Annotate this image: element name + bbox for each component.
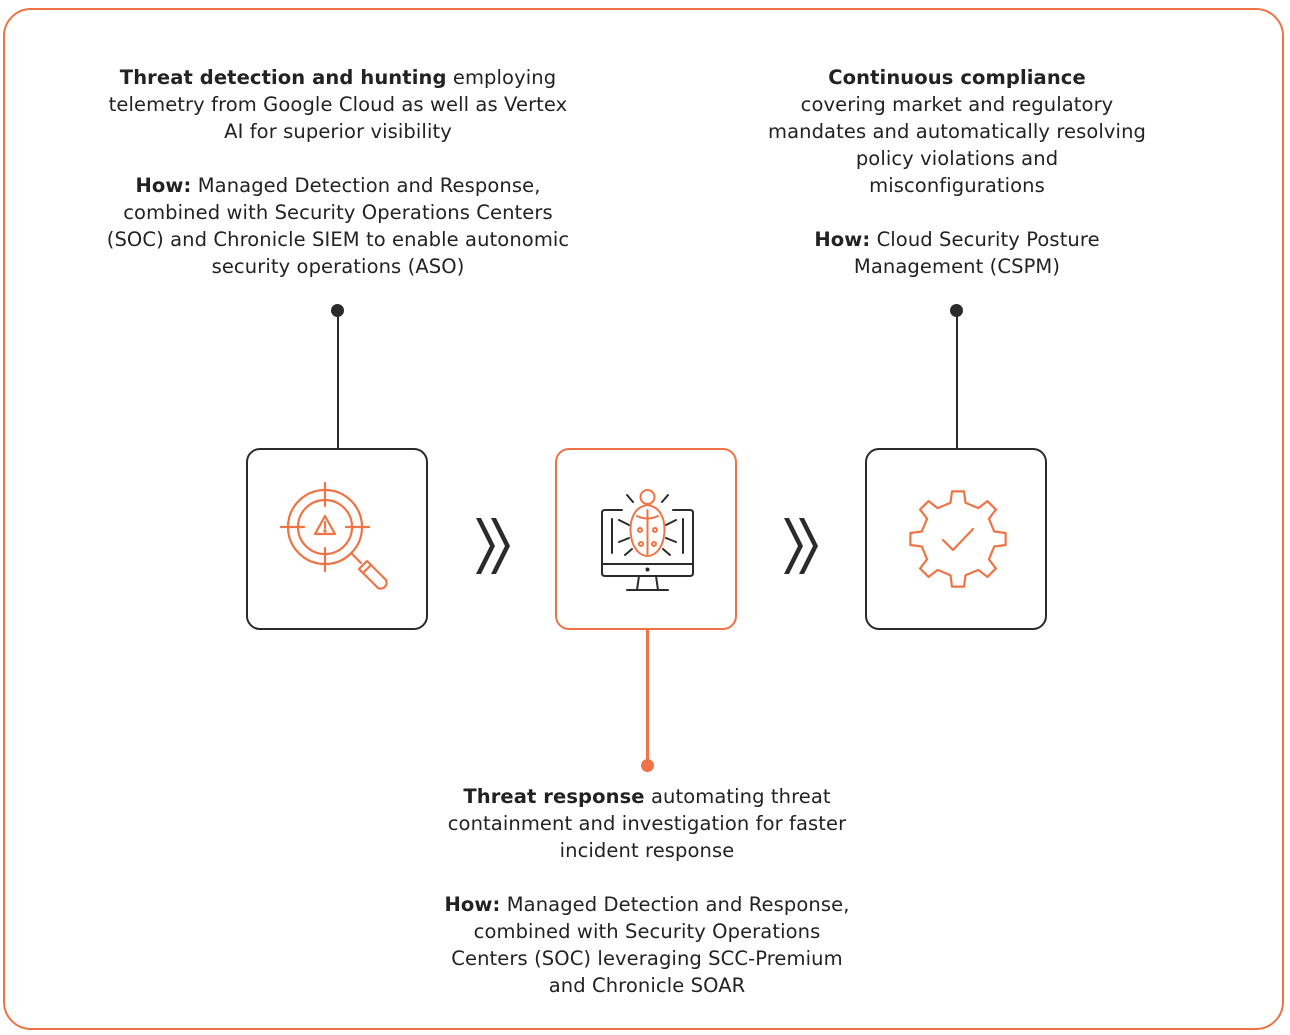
compliance-title: Continuous compliance [828, 66, 1086, 89]
response-description: Threat response automating threat contai… [437, 783, 857, 999]
bug-monitor-icon [601, 489, 694, 591]
double-chevron-right-icon [476, 518, 510, 574]
compliance-how-label: How: [814, 228, 871, 251]
compliance-how-text: Cloud Security Posture Management (CSPM) [853, 228, 1100, 278]
detection-connector-line [336, 310, 339, 450]
response-node [555, 448, 737, 630]
target-magnifier-warning-icon [279, 481, 388, 590]
detection-title: Threat detection and hunting [119, 66, 447, 89]
compliance-text: covering market and regulatory mandates … [767, 93, 1147, 197]
compliance-connector-line [955, 310, 958, 450]
detection-node [246, 448, 428, 630]
diagram-frame [3, 8, 1284, 1030]
response-how-text: Managed Detection and Response, combined… [451, 893, 850, 997]
detection-description: Threat detection and hunting employing t… [98, 64, 578, 280]
compliance-description: Continuous compliance covering market an… [767, 64, 1147, 280]
response-title: Threat response [463, 785, 645, 808]
gear-check-icon [909, 490, 1007, 588]
response-text: automating threat containment and invest… [447, 785, 847, 862]
detection-text: employing telemetry from Google Cloud as… [108, 66, 568, 143]
response-how-label: How: [444, 893, 501, 916]
detection-how-text: Managed Detection and Response, combined… [106, 174, 570, 278]
response-connector-dot [640, 759, 654, 772]
detection-how-label: How: [135, 174, 192, 197]
response-connector-line [646, 629, 649, 765]
compliance-node [865, 448, 1047, 630]
double-chevron-right-icon [784, 518, 818, 574]
